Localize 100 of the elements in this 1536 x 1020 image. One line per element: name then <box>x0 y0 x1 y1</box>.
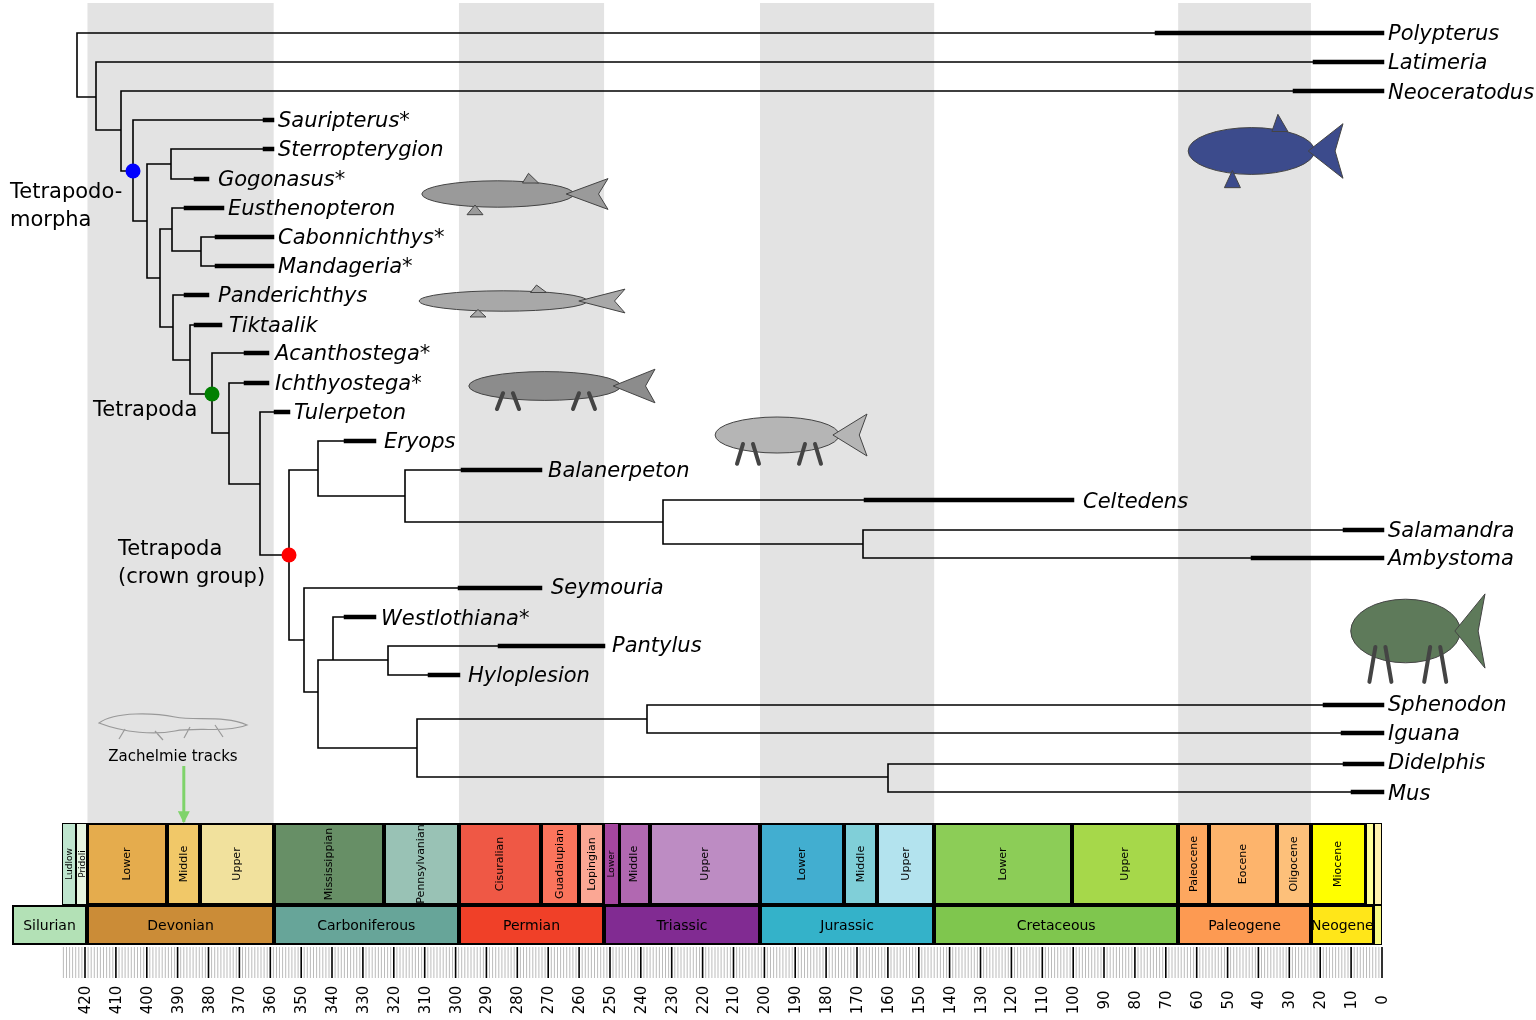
tick-label: 410 <box>107 985 124 1015</box>
clade-name: Tetrapoda <box>93 396 198 423</box>
taxon-name: Sphenodon <box>1388 691 1507 717</box>
taxon-name: Acanthostega* <box>275 340 431 366</box>
clade-name: Tetrapoda (crown group) <box>118 535 267 590</box>
tick-label: 240 <box>632 985 649 1015</box>
epoch-name: Pridoli <box>76 850 87 878</box>
period-name: Cretaceous <box>1016 917 1096 933</box>
epoch-cell <box>650 823 760 905</box>
tick-label: 60 <box>1188 990 1205 1010</box>
period-name: Paleogene <box>1208 917 1281 933</box>
taxon-name: Ambystoma <box>1388 545 1514 571</box>
taxon-name: Polypterus <box>1388 20 1500 46</box>
tick-label: 10 <box>1343 990 1360 1010</box>
tick-label: 300 <box>447 985 464 1015</box>
epoch-name: Middle <box>177 845 190 883</box>
tick-label: 290 <box>478 985 495 1015</box>
epoch-cell <box>844 823 878 905</box>
period-cell <box>1310 905 1374 945</box>
epoch-cell <box>618 823 651 905</box>
tick-label: 360 <box>262 985 279 1015</box>
tick-label: 120 <box>1003 985 1020 1015</box>
epoch-cell <box>579 823 605 905</box>
epoch-cell <box>62 823 76 905</box>
taxon-name: Mandageria* <box>278 253 413 279</box>
period-cell <box>1373 905 1382 945</box>
taxon-name: Sauripterus* <box>278 107 410 133</box>
taxon-name: Cabonnichthys* <box>278 224 445 250</box>
taxon-name: Balanerpeton <box>548 457 690 483</box>
tick-label: 80 <box>1126 990 1143 1010</box>
tick-label: 170 <box>849 985 865 1015</box>
epoch-cell <box>200 823 274 905</box>
epoch-cell <box>1365 823 1374 905</box>
epoch-name: Ludlow <box>63 848 74 880</box>
epoch-name: Middle <box>628 845 641 883</box>
epoch-cell <box>1310 823 1366 905</box>
tick-label: 420 <box>77 985 93 1015</box>
epoch-name: Cisuralian <box>494 836 506 892</box>
epoch-name: Middle <box>854 845 867 883</box>
epoch-cell <box>604 823 619 905</box>
taxon-name: Eusthenopteron <box>228 195 396 221</box>
tick-label: 200 <box>756 985 773 1015</box>
period-cell <box>1178 905 1311 945</box>
epoch-name: Oligocene <box>1288 836 1301 892</box>
period-name: Permian <box>503 917 561 933</box>
tick-label: 220 <box>694 985 711 1015</box>
tick-label: 340 <box>324 985 341 1015</box>
period-cell <box>11 905 88 945</box>
taxon-name: Westlothiana* <box>381 605 530 631</box>
epoch-cell <box>934 823 1072 905</box>
tick-label: 160 <box>879 985 896 1015</box>
taxon-name: Neoceratodus <box>1388 79 1535 105</box>
period-name: Devonian <box>147 917 214 933</box>
taxon-name: Didelphis <box>1388 749 1486 775</box>
tick-label: 370 <box>231 985 248 1015</box>
taxon-name: Gogonasus* <box>218 166 346 192</box>
epoch-name: Eocene <box>1237 843 1250 885</box>
taxon-name: Tiktaalik <box>229 312 318 338</box>
taxon-name: Pantylus <box>612 632 702 658</box>
epoch-name: Lower <box>796 847 809 881</box>
epoch-cell <box>383 823 459 905</box>
clade-name: Tetrapodo- morpha <box>10 178 124 233</box>
period-name: Carboniferous <box>317 917 416 933</box>
tick-label: 190 <box>787 985 804 1015</box>
tick-label: 140 <box>941 985 958 1015</box>
period-cell <box>760 905 935 945</box>
period-cell <box>87 905 274 945</box>
taxon-name: Tulerpeton <box>294 399 407 425</box>
epoch-cell <box>458 823 542 905</box>
tick-label: 20 <box>1312 990 1329 1010</box>
period-cell <box>934 905 1179 945</box>
period-name: Jurassic <box>820 917 874 933</box>
epoch-name: Miocene <box>1332 841 1345 887</box>
tick-label: 380 <box>200 985 217 1015</box>
taxon-name: Latimeria <box>1388 49 1488 75</box>
tick-label: 330 <box>354 985 371 1015</box>
tick-label: 250 <box>601 985 618 1015</box>
taxon-name: Mus <box>1388 780 1431 806</box>
epoch-name: Lower <box>606 850 617 878</box>
tick-label: 110 <box>1034 985 1051 1015</box>
tick-label: 230 <box>663 985 680 1015</box>
tick-label: 0 <box>1373 995 1390 1005</box>
epoch-name: Lopingian <box>585 837 598 891</box>
tick-label: 180 <box>818 985 835 1015</box>
epoch-name: Paleocene <box>1187 836 1200 892</box>
tick-label: 270 <box>540 985 557 1015</box>
tick-label: 70 <box>1157 990 1174 1010</box>
epoch-name: Upper <box>1118 847 1131 881</box>
period-cell <box>604 905 760 945</box>
tick-label: 320 <box>385 985 402 1015</box>
epoch-cell <box>87 823 168 905</box>
taxon-name: Iguana <box>1388 720 1460 746</box>
taxon-name: Salamandra <box>1388 517 1515 543</box>
taxon-name: Panderichthys <box>218 282 368 308</box>
period-cell <box>458 905 605 945</box>
epoch-cell <box>760 823 845 905</box>
epoch-name: Upper <box>230 847 243 881</box>
tick-label: 350 <box>293 985 310 1015</box>
taxon-name: Seymouria <box>551 574 664 600</box>
epoch-name: Lower <box>996 847 1009 881</box>
